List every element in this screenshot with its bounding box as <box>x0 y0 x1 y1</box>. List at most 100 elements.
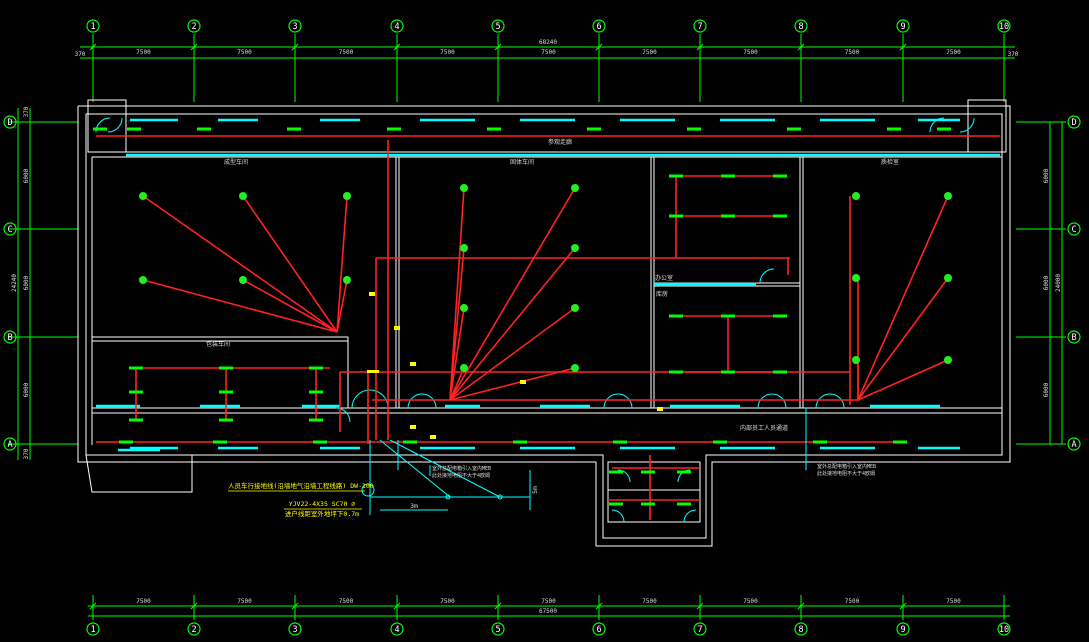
panel-markers <box>367 292 663 439</box>
ceiling-lamp <box>460 364 468 372</box>
grid-col-bottom-8-label: 8 <box>798 625 803 635</box>
left-total-dimension: 24240 <box>11 274 18 292</box>
ceiling-lamp <box>460 304 468 312</box>
grid-col-top-3: 3 <box>288 19 302 33</box>
grid-col-bottom-7: 7 <box>693 622 707 636</box>
grid-col-top-8-label: 8 <box>798 22 803 32</box>
grid-col-bottom-6: 6 <box>592 622 606 636</box>
ceiling-lamp <box>343 192 351 200</box>
grid-row-right-C-label: C <box>1071 225 1076 235</box>
grid-col-top-5: 5 <box>491 19 505 33</box>
bottom-total-dimension: 67500 <box>539 608 557 615</box>
left-span-1: 6000 <box>23 168 30 183</box>
top-span-dimension: 7500 <box>946 49 961 56</box>
right-span-1: 6000 <box>1043 168 1050 183</box>
grid-col-bottom-4-label: 4 <box>394 625 399 635</box>
top-span-dimension: 7500 <box>237 49 252 56</box>
top-span-dimension: 7500 <box>339 49 354 56</box>
ceiling-lamp <box>944 356 952 364</box>
grid-row-right-C: C <box>1067 222 1081 236</box>
grid-col-top-10-label: 10 <box>999 22 1009 32</box>
right-span-2: 6000 <box>1043 275 1050 290</box>
grid-row-right-D: D <box>1067 115 1081 129</box>
distance-3m: 3m <box>410 502 418 510</box>
left-span-3: 6000 <box>23 382 30 397</box>
grid-row-right-D-label: D <box>1071 118 1076 128</box>
ceiling-lamp <box>944 192 952 200</box>
top-edge-dimension-right: 370 <box>1008 51 1019 58</box>
grid-col-top-4: 4 <box>390 19 404 33</box>
top-total-dimension: 68240 <box>539 39 557 46</box>
fluorescent-luminaires <box>93 127 951 506</box>
external-feed <box>361 408 807 515</box>
left-edge-top: 370 <box>23 106 30 117</box>
ceiling-lamp <box>571 184 579 192</box>
grid-col-bottom-3-label: 3 <box>292 625 297 635</box>
grid-col-bottom-10-label: 10 <box>999 625 1009 635</box>
room-labels: 参观走廊 成型车间 固体车间 质检室 办公室 库房 包装车间 内部员工人员通道 <box>206 138 899 432</box>
grid-col-bottom-1-label: 1 <box>90 625 95 635</box>
grid-row-left-B-label: B <box>7 333 12 343</box>
grid-col-top-6: 6 <box>592 19 606 33</box>
grid-col-top-9-label: 9 <box>900 22 905 32</box>
ceiling-lamp <box>239 276 247 284</box>
room-label-corridor: 参观走廊 <box>548 138 572 146</box>
grid-col-bottom-2-label: 2 <box>191 625 196 635</box>
grid-col-top-1-label: 1 <box>90 22 95 32</box>
bottom-span-dimension: 7500 <box>440 598 455 605</box>
grid-col-bottom-10: 10 <box>997 622 1011 636</box>
grid-col-bottom-5: 5 <box>491 622 505 636</box>
grid-row-left-A-label: A <box>7 440 12 450</box>
ceiling-lamps <box>139 184 952 372</box>
grid-col-top-8: 8 <box>794 19 808 33</box>
ceiling-lamp <box>571 244 579 252</box>
bottom-span-dimension: 7500 <box>743 598 758 605</box>
grid-col-bottom-2: 2 <box>187 622 201 636</box>
grid-col-bottom-3: 3 <box>288 622 302 636</box>
drawing-notes: 人员车行接地线(沿墙地气沿墙工程线路) DW-100 YJV22-4X35 SC… <box>228 463 876 518</box>
grid-row-left-A: A <box>3 437 17 451</box>
left-edge-bottom: 370 <box>23 448 30 459</box>
ceiling-lamp <box>460 244 468 252</box>
ceiling-lamp <box>571 364 579 372</box>
building-walls <box>77 99 1011 547</box>
room-label-4: 办公室 <box>655 274 673 282</box>
grid-row-right-A-label: A <box>1071 440 1076 450</box>
grid-col-top-7-label: 7 <box>697 22 702 32</box>
cable-spec: YJV22-4X35 SC70 ∅ <box>289 500 356 508</box>
right-span-3: 6000 <box>1043 382 1050 397</box>
grid-col-bottom-6-label: 6 <box>596 625 601 635</box>
room-label-7: 内部员工人员通道 <box>740 424 788 432</box>
grid-col-top-5-label: 5 <box>495 22 500 32</box>
ceiling-lamp <box>944 274 952 282</box>
panel-note-2a: 室外总配电箱引入室内MEB <box>817 463 876 470</box>
panel-note-1b: 此处接地电阻不大于4欧姆 <box>432 472 490 479</box>
ceiling-lamp <box>139 276 147 284</box>
grid-row-left-D-label: D <box>7 118 12 128</box>
grid-col-top-9: 9 <box>896 19 910 33</box>
grid-row-left-D: D <box>3 115 17 129</box>
grid-col-top-2-label: 2 <box>191 22 196 32</box>
grid-col-top-10: 10 <box>997 19 1011 33</box>
bottom-span-dimension: 7500 <box>237 598 252 605</box>
grid-col-bottom-7-label: 7 <box>697 625 702 635</box>
ceiling-lamp <box>139 192 147 200</box>
bottom-span-dimension: 7500 <box>642 598 657 605</box>
grid-col-top-1: 1 <box>86 19 100 33</box>
bottom-span-dimension: 7500 <box>541 598 556 605</box>
ceiling-lamp <box>460 184 468 192</box>
grid-col-bottom-8: 8 <box>794 622 808 636</box>
cable-note: 进户线距室外地坪下0.7m <box>285 509 359 518</box>
distance-5m: 5m <box>531 486 539 494</box>
right-total-dimension: 24000 <box>1055 274 1062 292</box>
ceiling-lamp <box>571 304 579 312</box>
grid-col-bottom-5-label: 5 <box>495 625 500 635</box>
top-span-dimension: 7500 <box>642 49 657 56</box>
grid-row-left-B: B <box>3 330 17 344</box>
